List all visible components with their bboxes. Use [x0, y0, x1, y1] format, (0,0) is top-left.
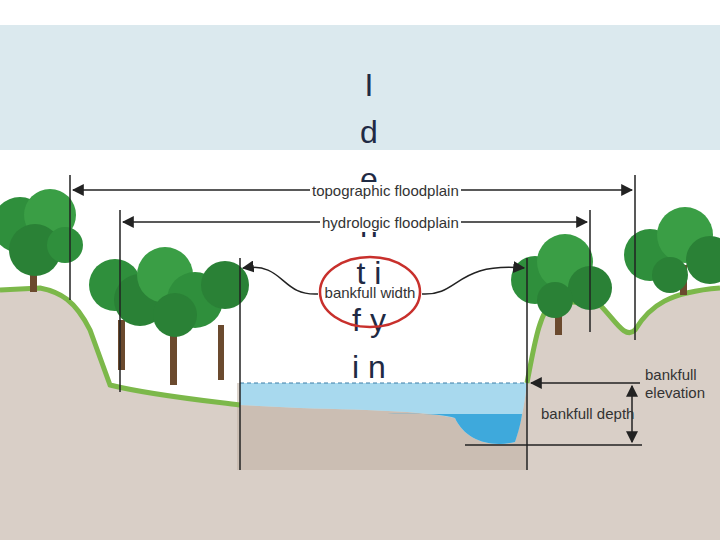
elevation-label: bankfull elevation	[645, 366, 720, 402]
highlight-ellipse: bankfull width	[318, 255, 422, 329]
dimension-label: hydrologic floodplain	[320, 214, 461, 232]
title-band	[0, 25, 720, 150]
ellipse-label: bankfull width	[318, 255, 422, 329]
depth-label: bankfull depth	[541, 405, 634, 423]
water-surface	[240, 383, 527, 444]
dimension-label: topographic floodplain	[310, 182, 461, 200]
deep-channel	[380, 414, 522, 444]
channel-zone	[237, 383, 527, 470]
